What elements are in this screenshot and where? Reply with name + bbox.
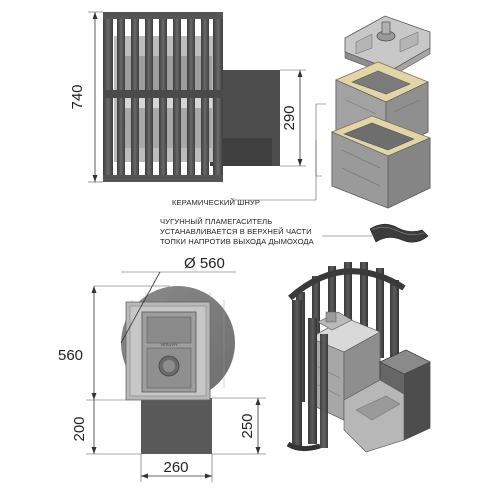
firebox-door: VESUVIY: [141, 311, 197, 393]
label-ceramic-cord: КЕРАМИЧЕСКИЙ ШНУР: [172, 198, 260, 207]
flame-arrester-callout: ЧУГУННЫЙ ПЛАМЕГАСИТЕЛЬ УСТАНАВЛИВАЕТСЯ В…: [160, 217, 429, 246]
label-flame-arrester-line2: УСТАНАВЛИВАЕТСЯ В ВЕРХНЕЙ ЧАСТИ: [160, 227, 312, 236]
dim-tunnel-depth: 250: [239, 413, 256, 438]
iso-tunnel: [343, 349, 431, 453]
firebox-lower-section: [330, 115, 432, 209]
side-view: 740 290: [69, 11, 306, 183]
front-view: VESUVIY Ø 560 560 200 250 260: [58, 255, 266, 482]
firebox-lid: [344, 15, 431, 77]
label-flame-arrester-line3: ТОПКИ НАПРОТИВ ВЫХОДА ДЫМОХОДА: [160, 237, 315, 246]
front-tunnel: [141, 398, 212, 454]
flame-arrester-part: [369, 223, 429, 243]
dim-tunnel-width: 260: [163, 459, 188, 476]
dim-diameter: Ø 560: [184, 255, 225, 272]
dim-tunnel-height: 290: [281, 105, 298, 130]
exploded-firebox: [315, 15, 432, 209]
door-brand: VESUVIY: [160, 342, 178, 347]
side-cage-bars: [103, 12, 223, 182]
dim-height-front: 560: [58, 347, 83, 364]
dim-height-total: 740: [69, 84, 86, 109]
iso-cage-front: [286, 300, 328, 452]
isometric-view: [286, 262, 431, 453]
label-flame-arrester-line1: ЧУГУННЫЙ ПЛАМЕГАСИТЕЛЬ: [160, 217, 272, 226]
dim-base-height: 200: [71, 416, 88, 441]
